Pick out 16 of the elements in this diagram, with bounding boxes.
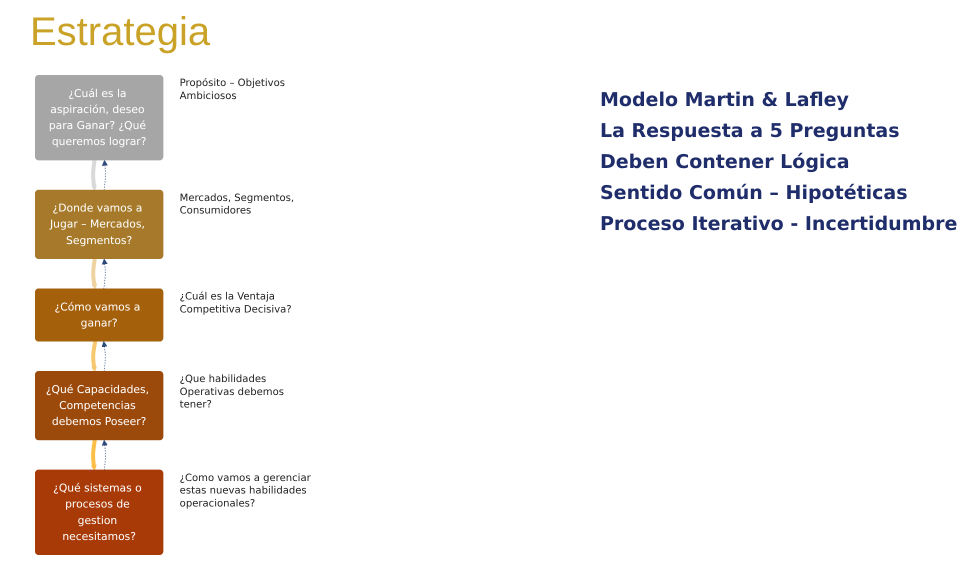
heading-line: Proceso Iterativo - Incertidumbre (600, 212, 958, 237)
heading-line: La Respuesta a 5 Preguntas (600, 119, 901, 144)
question-box: ¿Donde vamos a Jugar – Mercados, Segmentos? (35, 190, 164, 259)
bullet-note: ¿Que habilidades Operativas debemos tener? (180, 374, 284, 411)
bullet-note: Propósito – Objetivos Ambiciosos (180, 78, 285, 102)
question-box: ¿Qué sistemas o procesos de gestion necesitamos? (35, 470, 164, 555)
heading-line: Modelo Martin & Lafley (600, 88, 850, 113)
bullet-note: ¿Cuál es la Ventaja Competitiva Decisiva? (180, 292, 292, 316)
question-box: ¿Cómo vamos a ganar? (35, 288, 164, 342)
heading-line: Sentido Común – Hipotéticas (600, 181, 909, 206)
bullet-note: Mercados, Segmentos, Consumidores (180, 192, 294, 217)
question-box: ¿Cuál es la aspiración, deseo para Ganar? ¿Qué queremos lograr? (35, 75, 164, 160)
bullet-note: ¿Como vamos a gerenciar estas nuevas habilidades operacionales? (180, 472, 311, 510)
heading-line: Deben Contener Lógica (600, 150, 851, 175)
question-box: ¿Qué Capacidades, Competencias debemos Poseer? (35, 371, 164, 440)
slide-title: Estrategia (30, 10, 210, 55)
